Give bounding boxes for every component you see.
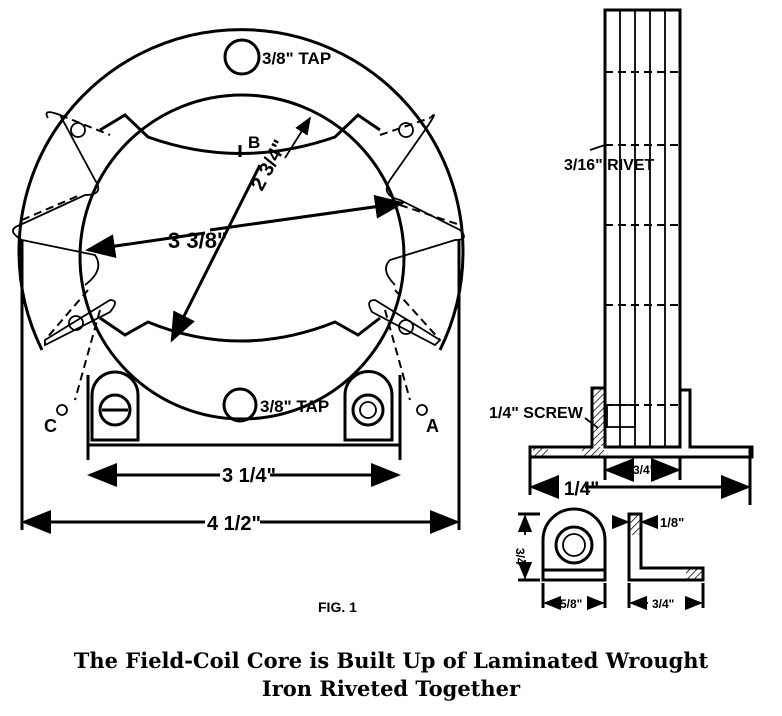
dashed-lead [384,289,441,401]
dashed-lead [21,194,81,221]
lug-width-label: 5/8" [560,597,582,611]
terminal-a [416,404,428,416]
base-width-label: 3 1/4" [222,465,276,487]
top-tap-hole [223,38,261,76]
front-view [12,28,465,534]
dashed-lead [379,117,431,136]
screw-thread [606,404,636,428]
bore-circle [78,93,406,421]
bottom-tap-label: 3/8" TAP [260,397,329,416]
base-section [533,447,548,456]
right-lug [343,370,394,442]
pole-span-arrow-left [85,231,206,258]
rivet-leader [589,144,606,151]
rivet-hole [398,122,414,138]
left-lug [90,370,140,442]
lamination-lines [619,10,666,447]
rivet-label: 3/16" RIVET [564,157,655,174]
top-tap-label: 3/8" TAP [262,49,331,68]
side-view [528,8,754,505]
rivet-lines [605,71,680,406]
terminal-c-label: C [44,416,57,436]
figure-label: FIG. 1 [318,599,357,615]
bracket-l-section [627,512,705,582]
thickness-label: 1/8" [660,515,684,530]
bore-arrow-up [284,116,311,159]
leg-length-label: 3/4" [652,597,674,611]
base-plate [528,386,754,459]
coil-loop-left-upper [12,111,100,286]
pole-span-label: 3 3/8" [168,228,227,253]
rivet-hole [70,122,86,138]
rivet-hole [68,315,84,331]
bracket-detail [517,507,705,611]
bottom-tap-hole [222,387,258,423]
terminal-a-label: A [426,416,439,436]
rivet-hole [398,319,414,335]
dashed-lead [44,289,101,401]
lower-pole-face [99,316,381,343]
bracket-hole-outer [554,525,594,565]
slotted-screw-head [98,393,132,427]
lamination-stack [603,8,682,449]
lug-hole-inner [359,401,377,419]
base-section [582,447,604,456]
section-hatch [686,569,702,579]
bracket-height-label: 3/4" [513,548,527,570]
base-extension [86,445,402,460]
base-foot [86,375,402,447]
dashed-lead [399,204,461,226]
terminal-c [56,404,68,416]
base-length-label: 2 1/4" [548,479,599,500]
coil-loop-right-upper [385,114,465,286]
outer-ring [17,28,465,351]
pole-span-arrow-right [209,194,405,232]
caption-line-1: The Field-Coil Core is Built Up of Lamin… [73,648,709,673]
lug-section [593,388,605,446]
bore-arrow-down [170,164,262,343]
stack-width-label: 3/4" [633,463,655,477]
point-b-label: B [248,133,260,152]
screw-label: 1/4" SCREW [489,405,584,422]
bracket-lug-front [541,507,607,582]
bracket-hole-inner [562,533,586,557]
coil-loop-right-lower [368,299,442,347]
lug-hole-outer [351,393,385,427]
caption-line-2: Iron Riveted Together [261,676,521,701]
coil-loop-left-lower [44,299,116,347]
overall-width-label: 4 1/2" [207,513,261,535]
dashed-lead [59,114,111,136]
extension-lines [518,512,705,608]
section-hatch [630,515,640,535]
screw-leader [584,417,599,429]
